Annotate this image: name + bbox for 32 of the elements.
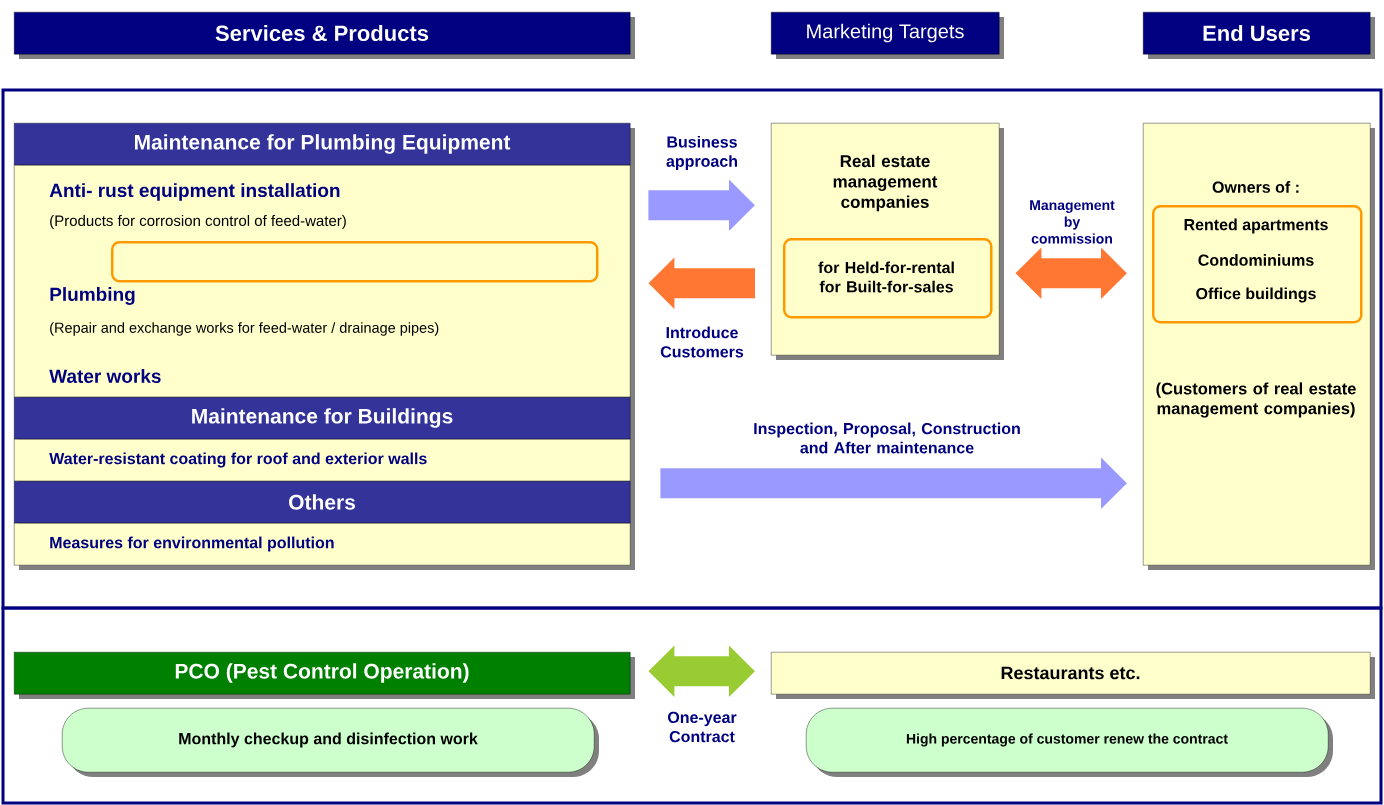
list-item: Rented apartments xyxy=(1184,218,1328,234)
end-user-box xyxy=(1143,123,1375,570)
edge-label: Introduce Customers xyxy=(660,326,744,358)
column-header: End Users xyxy=(1143,12,1375,59)
item-heading: Water works xyxy=(49,369,161,383)
highlight-box xyxy=(1152,205,1363,324)
column-header: Marketing Targets xyxy=(771,12,1004,59)
highlight-box xyxy=(111,241,599,283)
service-box: Measures for environmental pollution xyxy=(14,523,635,570)
item-heading: Plumbing xyxy=(50,287,135,305)
highlight-box: for Held-for-rental for Built-for-sales xyxy=(783,238,993,319)
edge-label: One-year Contract xyxy=(668,711,737,743)
item-description: (Customers of real estate management companies) xyxy=(1156,382,1356,418)
section-heading: PCO (Pest Control Operation) xyxy=(14,652,635,699)
item-description: (Repair and exchange works for feed-water / drainage pipes) xyxy=(50,322,439,336)
item-heading: Anti- rust equipment installation xyxy=(49,183,340,201)
list-item: Office buildings xyxy=(1196,287,1316,303)
list-item: Condominiums xyxy=(1198,254,1314,266)
edge-label: Inspection, Proposal, Construction and After maintenance xyxy=(754,422,1020,454)
section-heading: Maintenance for Buildings xyxy=(14,397,635,444)
edge-label: Management by commission xyxy=(1030,200,1115,244)
service-box: Water-resistant coating for roof and exterior walls xyxy=(14,439,635,486)
benefit-pill: High percentage of customer renew the contract xyxy=(806,708,1333,777)
service-pill: Monthly checkup and disinfection work xyxy=(62,708,599,777)
column-header: Services & Products xyxy=(14,12,635,59)
item-description: (Products for corrosion control of feed-water) xyxy=(50,215,346,229)
section-heading: Maintenance for Plumbing Equipment xyxy=(14,123,635,170)
edge-label: Business approach xyxy=(666,135,737,171)
item-heading: Owners of : xyxy=(1212,181,1299,193)
section-heading: Others xyxy=(14,481,635,528)
target-box: Restaurants etc. xyxy=(771,652,1375,699)
service-box xyxy=(14,165,635,402)
